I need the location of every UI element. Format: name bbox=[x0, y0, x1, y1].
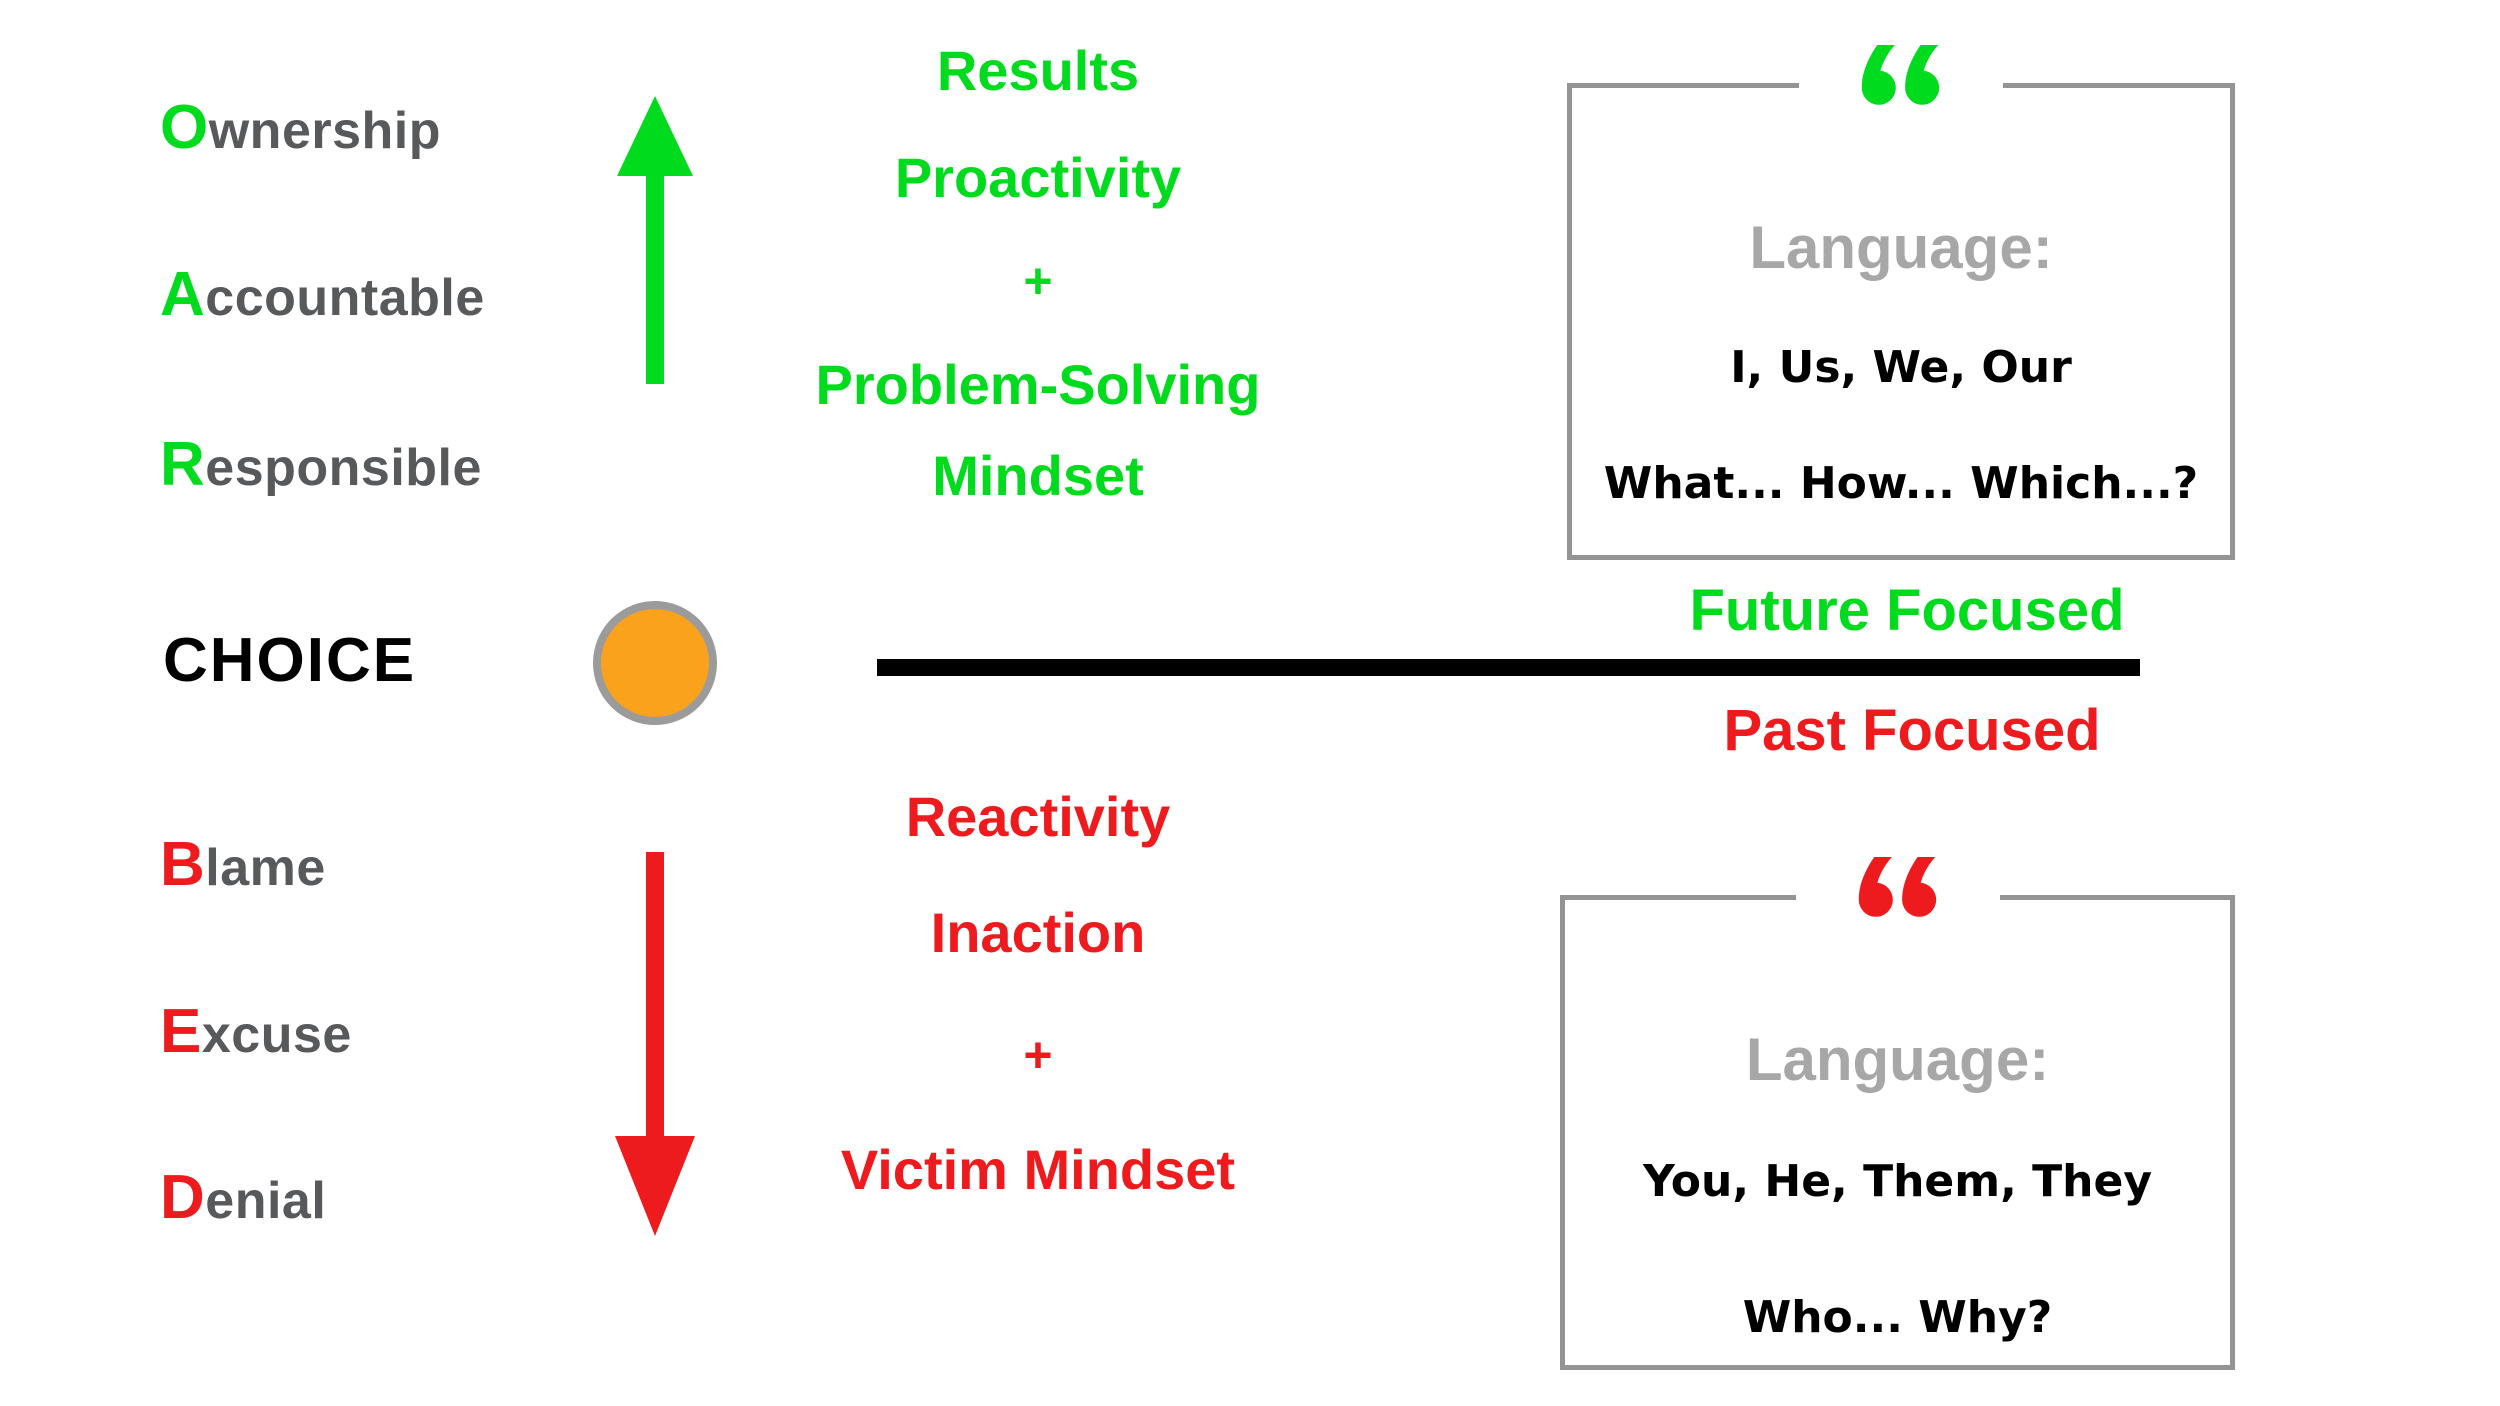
language-heading: Language: bbox=[1745, 1026, 2050, 1093]
label-responsible-rest: esponsible bbox=[205, 439, 482, 497]
language-heading: Language: bbox=[1749, 214, 2053, 281]
language-box-below: Language: You, He, Them, They Who... Why… bbox=[1560, 857, 2235, 1370]
below-item-reactivity: Reactivity bbox=[905, 785, 1171, 848]
down-arrow-icon bbox=[615, 852, 695, 1236]
border-gap bbox=[1795, 895, 2000, 900]
choice-dot-icon bbox=[593, 601, 717, 725]
language-pronouns: You, He, Them, They bbox=[1642, 1156, 2153, 1207]
past-focused-label: Past Focused bbox=[1723, 698, 2101, 763]
label-accountable-rest: ccountable bbox=[205, 269, 485, 327]
label-excuse: Excuse bbox=[160, 1001, 352, 1063]
label-blame: Blame bbox=[160, 834, 326, 896]
down-arrow-head bbox=[615, 1136, 695, 1236]
label-denial: Denial bbox=[160, 1167, 326, 1229]
label-blame-rest: lame bbox=[205, 839, 326, 897]
label-denial-rest: enial bbox=[205, 1172, 327, 1230]
label-ownership-initial: O bbox=[160, 93, 209, 162]
above-item-mindset: Mindset bbox=[932, 444, 1144, 507]
above-item-proactivity: Proactivity bbox=[894, 146, 1182, 209]
above-item-plus: + bbox=[1023, 253, 1053, 309]
label-excuse-rest: xcuse bbox=[201, 1006, 352, 1064]
up-arrow-shaft bbox=[646, 176, 664, 384]
above-below-divider-line bbox=[877, 659, 2140, 676]
above-item-results: Results bbox=[936, 39, 1140, 102]
label-denial-initial: D bbox=[160, 1163, 206, 1232]
label-ownership: Ownership bbox=[160, 97, 441, 159]
open-quote-icon bbox=[1856, 857, 1940, 921]
label-responsible-initial: R bbox=[160, 430, 206, 499]
label-blame-initial: B bbox=[160, 830, 206, 899]
label-ownership-rest: wnership bbox=[208, 102, 441, 160]
future-focused-label: Future Focused bbox=[1689, 578, 2125, 643]
label-accountable-initial: A bbox=[160, 260, 206, 329]
language-questions: What... How... Which...? bbox=[1603, 458, 2199, 509]
open-quote-icon bbox=[1859, 45, 1943, 109]
language-questions: Who... Why? bbox=[1742, 1292, 2053, 1343]
below-item-victim-mindset: Victim Mindset bbox=[840, 1138, 1236, 1201]
language-box-above: Language: I, Us, We, Our What... How... … bbox=[1567, 45, 2235, 560]
above-item-problem-solving: Problem-Solving bbox=[815, 353, 1261, 416]
choice-label: CHOICE bbox=[163, 626, 417, 695]
up-arrow-icon bbox=[617, 96, 693, 384]
label-accountable: Accountable bbox=[160, 264, 485, 326]
language-pronouns: I, Us, We, Our bbox=[1730, 342, 2072, 393]
below-item-plus: + bbox=[1023, 1027, 1053, 1083]
below-item-inaction: Inaction bbox=[930, 901, 1146, 964]
label-responsible: Responsible bbox=[160, 434, 482, 496]
up-arrow-head bbox=[617, 96, 693, 176]
label-excuse-initial: E bbox=[160, 997, 202, 1066]
border-gap bbox=[1799, 83, 2003, 88]
down-arrow-shaft bbox=[646, 852, 664, 1136]
